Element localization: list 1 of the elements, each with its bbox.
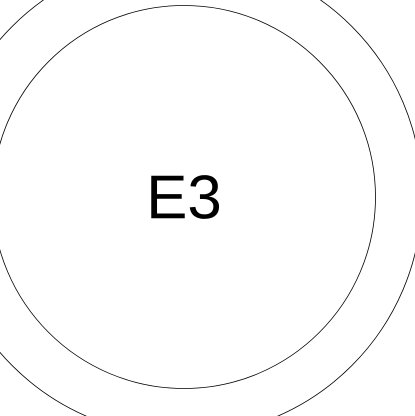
circle-outline <box>0 0 415 416</box>
